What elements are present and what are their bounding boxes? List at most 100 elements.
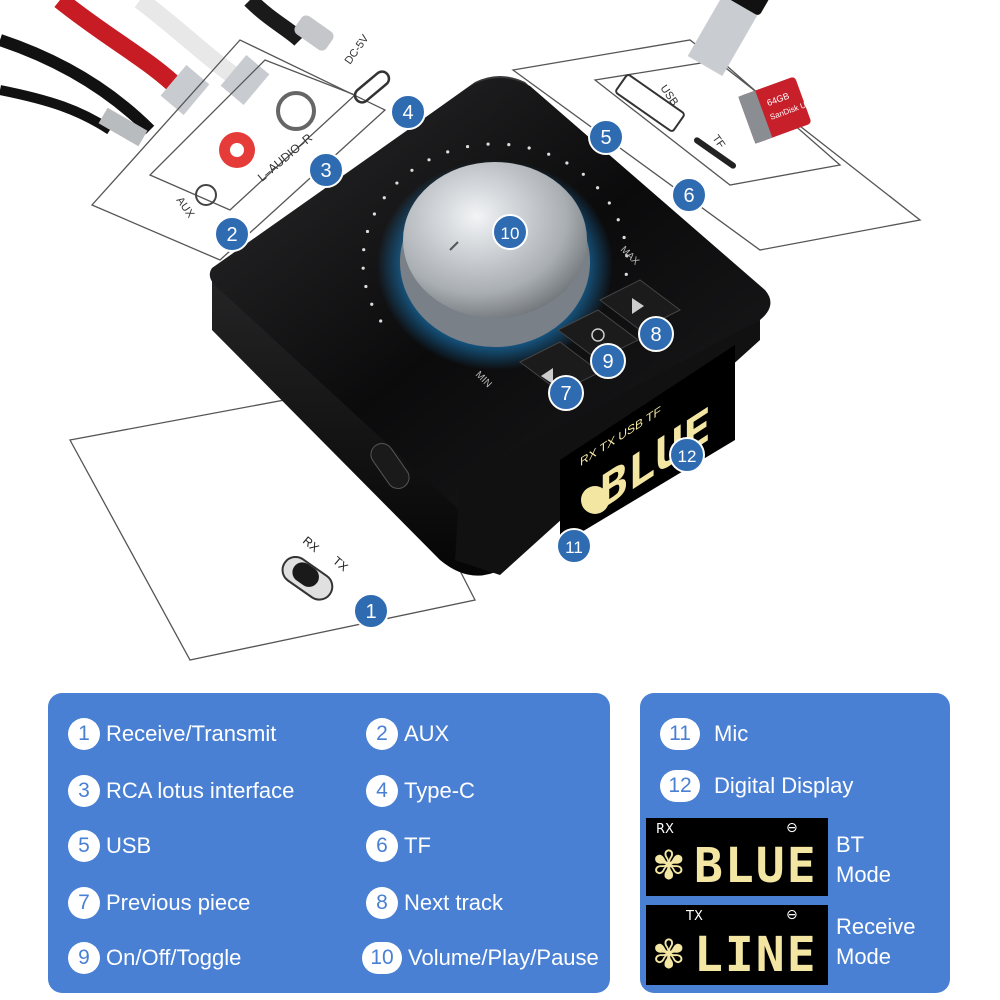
- legend-number: 4: [366, 775, 398, 807]
- display-bt-icon: [581, 486, 609, 514]
- volume-dot: [486, 142, 490, 146]
- usb-label: USB: [658, 83, 681, 108]
- usb-port-icon: [615, 74, 685, 132]
- callout-11: 11: [556, 528, 592, 564]
- receive-mode-label-line2: Mode: [836, 944, 892, 969]
- callout-12: 12: [669, 437, 705, 473]
- legend-number: 11: [660, 718, 700, 750]
- volume-dot: [379, 319, 383, 323]
- volume-dot: [365, 229, 370, 234]
- legend-label: RCA lotus interface: [106, 778, 295, 803]
- legend-label: Mic: [714, 721, 749, 746]
- legend-number: 2: [366, 718, 398, 750]
- rx-tx-switch-zoom[interactable]: [277, 552, 337, 605]
- callout-10: 10: [492, 214, 528, 250]
- receive-mode-display: TX ⊖ ✾ LINE: [646, 905, 828, 985]
- rx-label: RX: [300, 534, 322, 555]
- callout-3: 3: [308, 152, 344, 188]
- volume-dot: [622, 235, 626, 240]
- bt-mode-label-line1: BT: [836, 832, 865, 857]
- volume-dot: [581, 172, 585, 176]
- callout-number: 11: [565, 538, 583, 557]
- bt-mode-tag: RX: [656, 822, 674, 837]
- rx-tx-switch-device[interactable]: [367, 439, 414, 493]
- legend-number: 12: [660, 770, 700, 802]
- volume-dot: [547, 152, 551, 156]
- receive-mode-label-line1: Receive: [836, 914, 916, 939]
- product-illustration: AUX L–AUDIO–R DC-5V USB TF 64GB SanDisk …: [0, 0, 922, 661]
- bt-mode-word: BLUE: [694, 838, 818, 894]
- legend-label: Type-C: [404, 778, 475, 803]
- legend-number: 8: [366, 887, 398, 919]
- bt-icon: ✾: [652, 844, 686, 888]
- callout-number: 6: [683, 185, 694, 207]
- volume-dot: [446, 150, 450, 154]
- legend-label: Next track: [404, 890, 504, 915]
- legend-label: TF: [404, 833, 431, 858]
- legend-item: 12 Digital Display: [660, 770, 853, 802]
- dc-label: DC-5V: [343, 32, 372, 66]
- legend-label: On/Off/Toggle: [106, 945, 242, 970]
- callout-5: 5: [588, 119, 624, 155]
- volume-dot: [607, 201, 611, 205]
- rca-white-port-icon: [276, 91, 316, 131]
- legend-number: 10: [362, 942, 402, 974]
- volume-dot: [625, 254, 629, 258]
- aux-label: AUX: [174, 195, 197, 221]
- callout-7: 7: [548, 375, 584, 411]
- bt-mode-display: RX ⊖ ✾ BLUE: [646, 818, 828, 896]
- volume-dot: [362, 248, 366, 252]
- switch-diagram: [69, 384, 476, 661]
- callout-number: 3: [320, 160, 331, 182]
- legend-label: USB: [106, 833, 152, 858]
- link-icon: ⊖: [786, 820, 798, 836]
- cables: [0, 0, 334, 147]
- volume-dot: [370, 302, 374, 306]
- legend-item: 11 Mic: [660, 718, 748, 750]
- callout-2: 2: [214, 216, 250, 252]
- volume-dot: [372, 212, 377, 216]
- callout-6: 6: [671, 177, 707, 213]
- bt-mode-label-line2: Mode: [836, 862, 892, 887]
- legend-number: 7: [68, 887, 100, 919]
- callout-number: 12: [678, 447, 697, 466]
- legend-label: Volume/Play/Pause: [408, 945, 599, 970]
- volume-dot: [507, 143, 511, 147]
- callout-number: 7: [560, 383, 571, 405]
- receive-mode-word: LINE: [694, 927, 818, 983]
- callout-number: 1: [365, 601, 376, 623]
- audio-label: L–AUDIO–R: [255, 130, 315, 184]
- legend-number: 5: [68, 830, 100, 862]
- callout-number: 5: [600, 127, 611, 149]
- volume-dot: [595, 186, 600, 190]
- usb-flash-drive-icon: [687, 0, 783, 76]
- callout-number: 4: [402, 102, 413, 124]
- legend-label: Digital Display: [714, 773, 854, 798]
- volume-dot: [427, 158, 431, 162]
- receive-mode-label: Receive Mode: [836, 912, 915, 972]
- volume-dot: [395, 181, 399, 185]
- link-icon: ⊖: [786, 907, 798, 923]
- volume-dot: [410, 168, 414, 172]
- callout-number: 2: [226, 224, 237, 246]
- volume-dot: [616, 218, 620, 222]
- callout-9: 9: [590, 343, 626, 379]
- bt-icon: ✾: [652, 933, 686, 977]
- receive-mode-tag: TX: [686, 909, 703, 924]
- power-icon: [591, 328, 605, 342]
- bt-mode-label: BT Mode: [836, 830, 891, 890]
- volume-dot: [364, 284, 368, 289]
- legend-label: Receive/Transmit: [106, 721, 277, 746]
- tf-slot-icon: [693, 137, 737, 169]
- legend-number: 6: [366, 830, 398, 862]
- typec-port-icon: [353, 70, 391, 104]
- legend-panel: [48, 693, 610, 993]
